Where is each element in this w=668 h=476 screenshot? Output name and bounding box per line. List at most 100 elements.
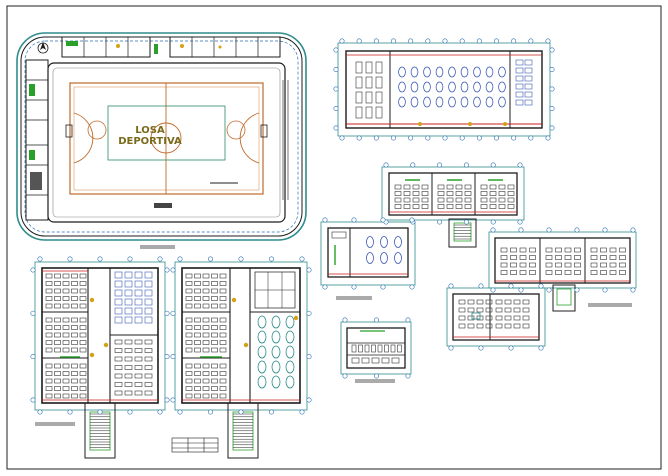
- round-table: [394, 252, 402, 264]
- axis-marker: [425, 135, 431, 141]
- round-table: [473, 96, 481, 108]
- axis-marker: [546, 227, 552, 233]
- desk: [62, 325, 70, 330]
- desk: [495, 315, 503, 321]
- table: [285, 375, 295, 389]
- desk: [114, 348, 123, 353]
- desk: [62, 347, 70, 353]
- desk: [590, 247, 598, 253]
- desk: [467, 323, 475, 329]
- desk: [555, 262, 562, 268]
- seat: [124, 298, 133, 306]
- desk: [54, 288, 61, 294]
- hall-plan: [337, 42, 551, 137]
- seat: [124, 307, 133, 315]
- axis-marker: [127, 409, 133, 415]
- axis-marker: [459, 135, 465, 141]
- desk: [144, 382, 153, 387]
- desk: [194, 303, 201, 309]
- seat: [114, 316, 123, 324]
- desk: [480, 197, 488, 203]
- desk: [71, 325, 78, 330]
- desk: [510, 262, 517, 268]
- desk: [185, 296, 193, 301]
- round-table: [366, 236, 374, 248]
- desk: [185, 393, 193, 399]
- desk: [513, 307, 521, 313]
- axis-marker: [508, 345, 514, 351]
- desk: [529, 255, 536, 260]
- table: [257, 360, 267, 374]
- desk: [185, 303, 193, 309]
- axis-marker: [448, 283, 454, 289]
- desk: [185, 281, 193, 286]
- desk: [62, 273, 70, 279]
- desk: [144, 356, 153, 362]
- seat: [144, 280, 153, 288]
- desk: [185, 371, 193, 376]
- table: [271, 360, 281, 374]
- desk: [464, 197, 472, 203]
- desk: [62, 386, 70, 391]
- desk: [185, 347, 193, 353]
- desk: [480, 184, 488, 190]
- axis-marker: [164, 310, 170, 316]
- seat: [124, 280, 133, 288]
- desk: [564, 262, 572, 268]
- round-table: [498, 81, 506, 93]
- desk: [219, 317, 227, 323]
- desk: [54, 332, 61, 338]
- desk: [114, 365, 123, 370]
- desk: [194, 317, 201, 323]
- desk: [375, 91, 383, 104]
- round-table: [380, 252, 388, 264]
- desk: [446, 191, 454, 196]
- axis-marker: [511, 135, 517, 141]
- desk: [412, 191, 420, 196]
- desk: [71, 371, 78, 376]
- desk: [79, 303, 87, 309]
- desk: [79, 317, 87, 323]
- desk: [202, 288, 210, 294]
- desk: [185, 325, 193, 330]
- desk: [54, 347, 61, 353]
- desk: [394, 204, 402, 209]
- axis-marker: [157, 409, 163, 415]
- axis-marker: [630, 227, 636, 233]
- axis-marker: [306, 397, 312, 403]
- axis-marker: [574, 287, 580, 293]
- seat: [114, 307, 123, 315]
- desk: [522, 315, 530, 321]
- round-table: [410, 66, 419, 78]
- seat: [114, 289, 123, 297]
- desk: [54, 363, 61, 369]
- north-arrow-icon: [37, 42, 49, 54]
- axis-marker: [602, 227, 608, 233]
- desk: [185, 332, 193, 338]
- desk: [590, 262, 598, 268]
- desk: [609, 255, 617, 260]
- desk: [458, 315, 466, 321]
- sports-complex-plan: LOSA DEPORTIVA: [16, 32, 307, 241]
- desk: [71, 303, 78, 309]
- desk: [609, 270, 617, 275]
- desk: [211, 288, 218, 294]
- axis-marker: [127, 256, 133, 262]
- axis-marker: [408, 38, 414, 44]
- axis-marker: [342, 317, 348, 323]
- desk: [555, 270, 562, 275]
- desk: [211, 325, 218, 330]
- axis-marker: [390, 38, 396, 44]
- desk: [71, 386, 78, 391]
- desk: [211, 363, 218, 369]
- desk: [219, 325, 227, 330]
- seat: [134, 289, 143, 297]
- desk: [574, 270, 581, 275]
- desk: [464, 184, 472, 190]
- desk: [45, 303, 53, 309]
- desk: [124, 382, 133, 387]
- desk: [412, 197, 420, 203]
- desk: [194, 281, 201, 286]
- desk: [114, 339, 123, 345]
- sink: [371, 357, 380, 364]
